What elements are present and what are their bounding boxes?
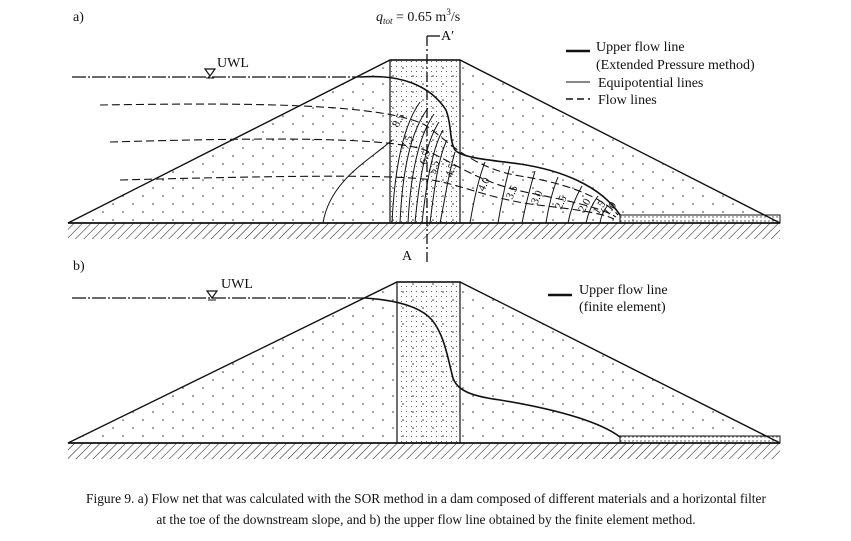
section-label-bottom: A — [402, 249, 413, 264]
section-label-top: A′ — [441, 29, 454, 44]
panel-a-label: a) — [73, 10, 84, 25]
svg-text:3.5: 3.5 — [504, 183, 521, 201]
svg-text:6.5: 6.5 — [417, 149, 433, 166]
uwl-label-a: UWL — [217, 56, 249, 71]
equipotential-values: 8.5 7.5 6.5 5.5 4.5 4.0 3.5 3.0 2.5 2.0 … — [390, 111, 619, 218]
water-level-symbol-b — [205, 290, 219, 300]
uwl-label-b: UWL — [221, 277, 253, 292]
legend-upper-flow-line-label: Upper flow line — [596, 40, 685, 55]
legend-equipotential-label: Equipotential lines — [598, 76, 703, 91]
water-level-symbol-a — [203, 68, 217, 78]
figure-caption: Figure 9. a) Flow net that was calculate… — [8, 488, 844, 530]
svg-text:5.5: 5.5 — [426, 159, 442, 176]
foundation-hatch — [68, 223, 780, 239]
panel-a: a) UWL qtot = 0.65 m3/s A′ A — [67, 7, 781, 264]
upper-flow-line-b — [364, 297, 621, 438]
equipotential-lines — [322, 101, 609, 224]
upper-flow-line-a — [359, 75, 621, 216]
svg-text:8.5: 8.5 — [390, 111, 407, 129]
legend-a: Upper flow line (Extended Pressure metho… — [566, 40, 755, 108]
caption-line-1: Figure 9. a) Flow net that was calculate… — [86, 491, 766, 506]
svg-text:2.5: 2.5 — [553, 193, 570, 211]
svg-text:4.5: 4.5 — [443, 162, 459, 179]
svg-text:7.5: 7.5 — [400, 134, 416, 151]
legend-b-method: (finite element) — [579, 300, 666, 315]
svg-text:3.0: 3.0 — [529, 188, 546, 206]
core-b — [396, 281, 461, 444]
panel-b-label: b) — [73, 259, 85, 274]
legend-b: Upper flow line (finite element) — [548, 283, 668, 315]
discharge-label: qtot = 0.65 m3/s — [376, 7, 460, 26]
filter-b — [619, 435, 781, 444]
foundation-hatch-b — [68, 443, 780, 459]
svg-text:4.0: 4.0 — [476, 175, 493, 193]
legend-flow-lines-label: Flow lines — [598, 93, 657, 108]
caption-line-2: at the toe of the downstream slope, and … — [156, 512, 696, 527]
panel-b: b) UWL Upper flow line (finite element) — [67, 259, 781, 459]
legend-b-label: Upper flow line — [579, 283, 668, 298]
filter-a — [619, 214, 781, 224]
legend-upper-flow-line-method: (Extended Pressure method) — [596, 58, 755, 73]
